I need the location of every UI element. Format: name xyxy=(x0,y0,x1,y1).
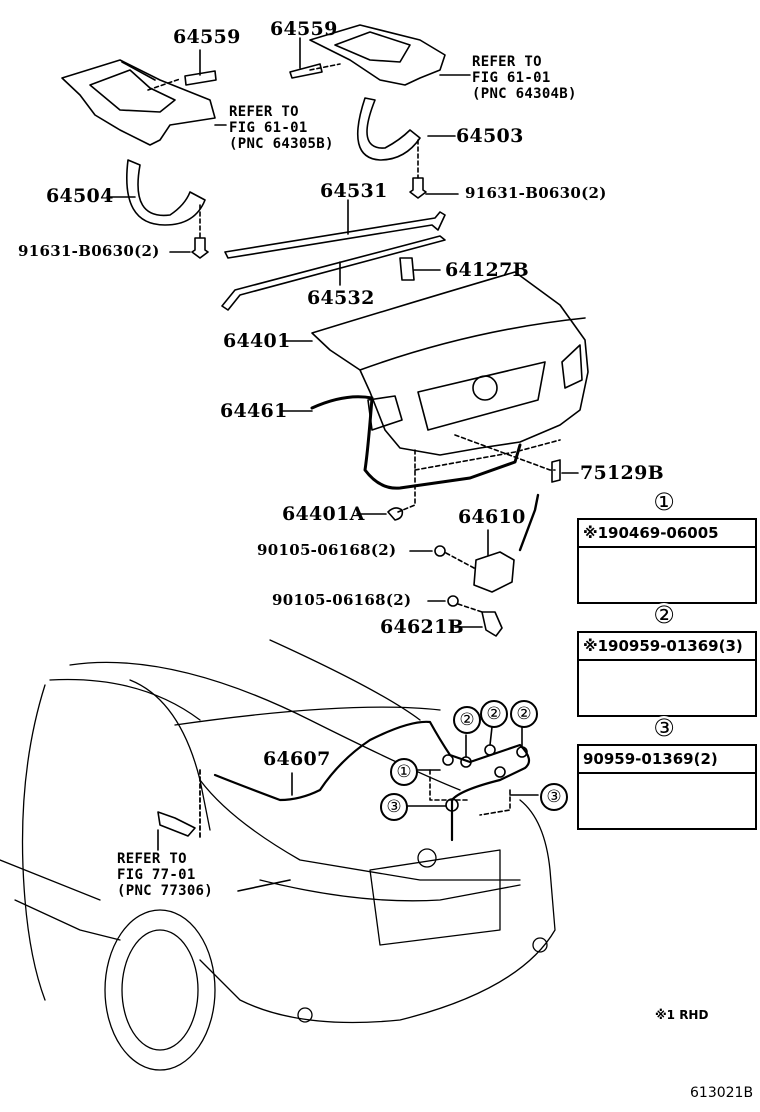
refer-note-hinge-right[interactable]: REFER TO FIG 61-01 (PNC 64304B) xyxy=(472,54,577,102)
legend-box-3: 90959-01369(2) xyxy=(577,744,757,830)
legend-image-3 xyxy=(579,774,755,828)
callout-2-a: ② xyxy=(453,706,481,734)
part-label-64607[interactable]: 64607 xyxy=(263,748,331,770)
part-label-90105-a[interactable]: 90105-06168(2) xyxy=(257,541,397,559)
refer-note-hinge-left[interactable]: REFER TO FIG 61-01 (PNC 64305B) xyxy=(229,104,334,152)
lock-64610-drawing xyxy=(473,493,540,593)
callout-2-c: ② xyxy=(510,700,538,728)
hinge-arm-64503-drawing xyxy=(357,97,421,161)
part-label-64610[interactable]: 64610 xyxy=(458,506,526,528)
car-rear-drawing xyxy=(0,639,556,1071)
part-label-75129b[interactable]: 75129B xyxy=(580,462,664,484)
torsion-bar-64531-drawing xyxy=(224,211,446,259)
part-label-91631-right[interactable]: 91631-B0630(2) xyxy=(465,184,607,202)
trunk-lid-drawing xyxy=(311,271,589,456)
legend-box-1: ※190469-06005 xyxy=(577,518,757,604)
striker-64621b-drawing xyxy=(481,611,503,637)
figure-number: 613021B xyxy=(690,1085,754,1101)
hinge-arm-64504-drawing xyxy=(126,159,206,226)
hinge-right-drawing xyxy=(289,24,471,86)
legend-part-3[interactable]: 90959-01369(2) xyxy=(579,746,755,774)
part-label-64532[interactable]: 64532 xyxy=(307,287,375,309)
part-label-64559-right[interactable]: 64559 xyxy=(270,18,338,40)
legend-marker-3: ③ xyxy=(652,714,676,742)
legend-marker-2: ② xyxy=(652,601,676,629)
part-label-64461[interactable]: 64461 xyxy=(220,400,288,422)
callout-3-a: ③ xyxy=(380,793,408,821)
legend-box-2: ※190959-01369(3) xyxy=(577,631,757,717)
legend-part-2[interactable]: ※190959-01369(3) xyxy=(579,633,755,661)
part-label-64401a[interactable]: 64401A xyxy=(282,503,365,525)
callout-1: ① xyxy=(390,758,418,786)
footnote-rhd: ※1 RHD xyxy=(655,1008,709,1022)
part-label-91631-left[interactable]: 91631-B0630(2) xyxy=(18,242,160,260)
part-label-90105-b[interactable]: 90105-06168(2) xyxy=(272,591,412,609)
cable-64607-drawing xyxy=(213,720,531,842)
callout-2-b: ② xyxy=(480,700,508,728)
part-label-64559-left[interactable]: 64559 xyxy=(173,26,241,48)
part-label-64127b[interactable]: 64127B xyxy=(445,259,529,281)
torsion-bar-64532-drawing xyxy=(221,235,446,311)
part-label-64531[interactable]: 64531 xyxy=(320,180,388,202)
part-label-64621b[interactable]: 64621B xyxy=(380,616,464,638)
legend-image-2 xyxy=(579,661,755,715)
part-label-64401[interactable]: 64401 xyxy=(223,330,291,352)
weatherstrip-64461-drawing xyxy=(310,395,522,490)
callout-3-b: ③ xyxy=(540,783,568,811)
part-label-64503[interactable]: 64503 xyxy=(456,125,524,147)
legend-image-1 xyxy=(579,548,755,602)
hinge-left-drawing xyxy=(61,49,227,146)
legend-part-1[interactable]: ※190469-06005 xyxy=(579,520,755,548)
part-label-64504[interactable]: 64504 xyxy=(46,185,114,207)
refer-note-opener[interactable]: REFER TO FIG 77-01 (PNC 77306) xyxy=(117,851,214,899)
legend-marker-1: ① xyxy=(652,488,676,516)
